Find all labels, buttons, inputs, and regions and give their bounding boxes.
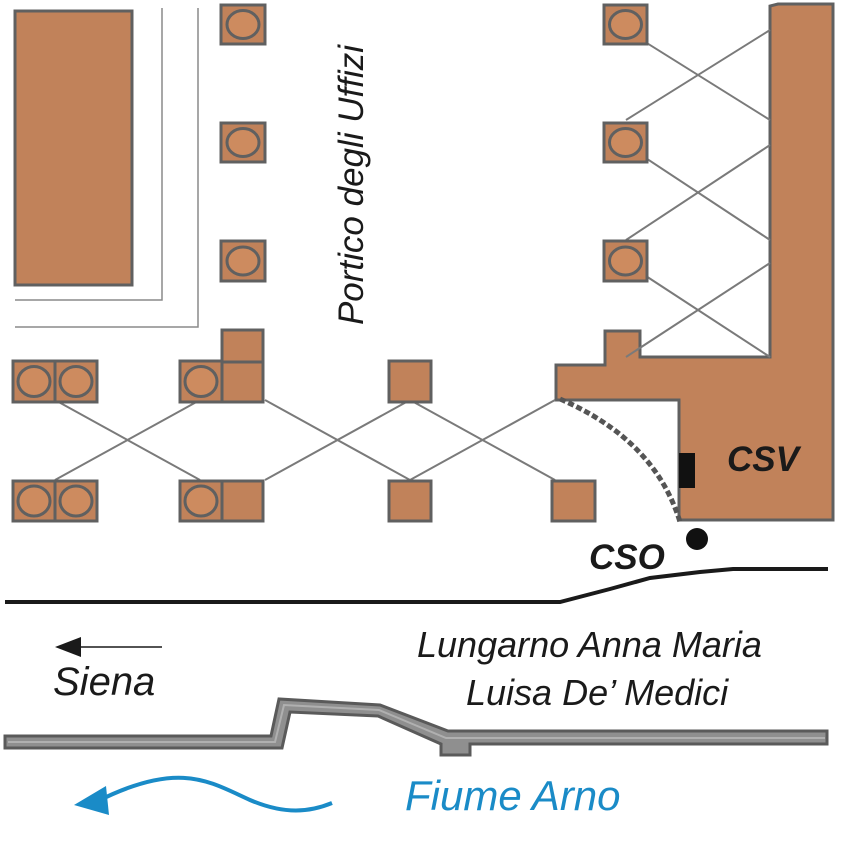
building-frame-inner <box>15 8 199 328</box>
portico-label: Portico degli Uffizi <box>332 44 371 326</box>
embankment-inner-line <box>8 703 825 743</box>
building-frame-outer <box>15 8 163 301</box>
building-left <box>13 9 134 287</box>
pillar-circles <box>16 9 643 518</box>
river-flow-curve <box>97 775 333 813</box>
cso-label: CSO <box>589 538 665 577</box>
arrow-left-icon <box>55 637 81 657</box>
direction-label: Siena <box>53 660 156 704</box>
street-label-line1: Lungarno Anna Maria <box>417 624 762 665</box>
rectangle-marker-icon <box>679 453 695 488</box>
street-label-line2: Luisa De’ Medici <box>466 672 729 713</box>
csv-label: CSV <box>727 440 799 479</box>
cso-arc-path <box>559 396 683 523</box>
colonnade-bracing-bottom <box>54 399 556 481</box>
dot-marker-icon <box>686 528 708 550</box>
road-line <box>5 567 828 604</box>
curved-arrow-left-icon <box>74 786 109 815</box>
pillars-square <box>220 328 597 523</box>
building-right <box>554 2 835 522</box>
river-label: Fiume Arno <box>405 772 621 819</box>
colonnade-bracing-right <box>625 29 771 358</box>
